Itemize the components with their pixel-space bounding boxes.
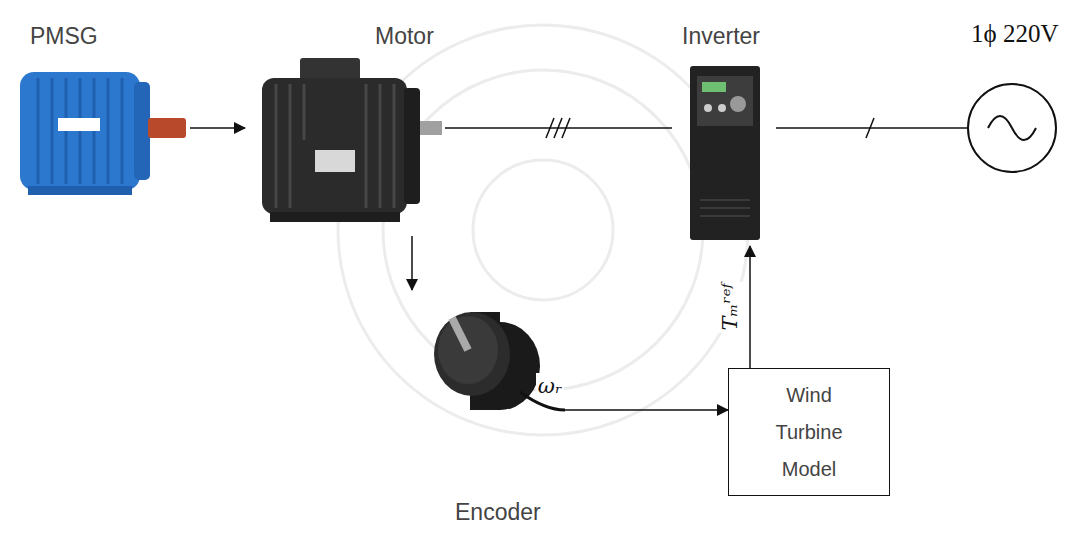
component-node: Inverter bbox=[672, 14, 776, 246]
motor-illustration bbox=[262, 58, 442, 222]
source-label: 1ϕ 220V bbox=[971, 20, 1058, 48]
component-node: Encoder bbox=[400, 290, 565, 535]
component-node: Motor bbox=[245, 14, 445, 236]
signal-arrow bbox=[565, 409, 728, 411]
inverter-illustration bbox=[690, 66, 760, 240]
signal-label: ωᵣ bbox=[536, 373, 564, 399]
box-text: Wind Turbine Model bbox=[759, 377, 859, 488]
signal-arrow bbox=[190, 127, 245, 129]
encoder-illustration bbox=[434, 312, 565, 410]
component-node: 1ϕ 220V bbox=[955, 14, 1075, 184]
encoder-label: Encoder bbox=[455, 498, 541, 526]
generator-label: PMSG bbox=[30, 22, 98, 50]
ac-source-symbol bbox=[968, 84, 1056, 172]
inverter-label: Inverter bbox=[682, 22, 760, 50]
wire-line bbox=[776, 127, 955, 129]
motor-label: Motor bbox=[375, 22, 434, 50]
wire-line bbox=[445, 127, 672, 129]
component-node: PMSG bbox=[8, 14, 190, 200]
signal-arrow bbox=[411, 236, 413, 290]
process-box: Wind Turbine Model bbox=[728, 368, 890, 496]
signal-arrow bbox=[749, 246, 751, 368]
pmsg-illustration bbox=[20, 72, 186, 195]
signal-label: Tₘʳᵉᶠ bbox=[717, 281, 743, 332]
